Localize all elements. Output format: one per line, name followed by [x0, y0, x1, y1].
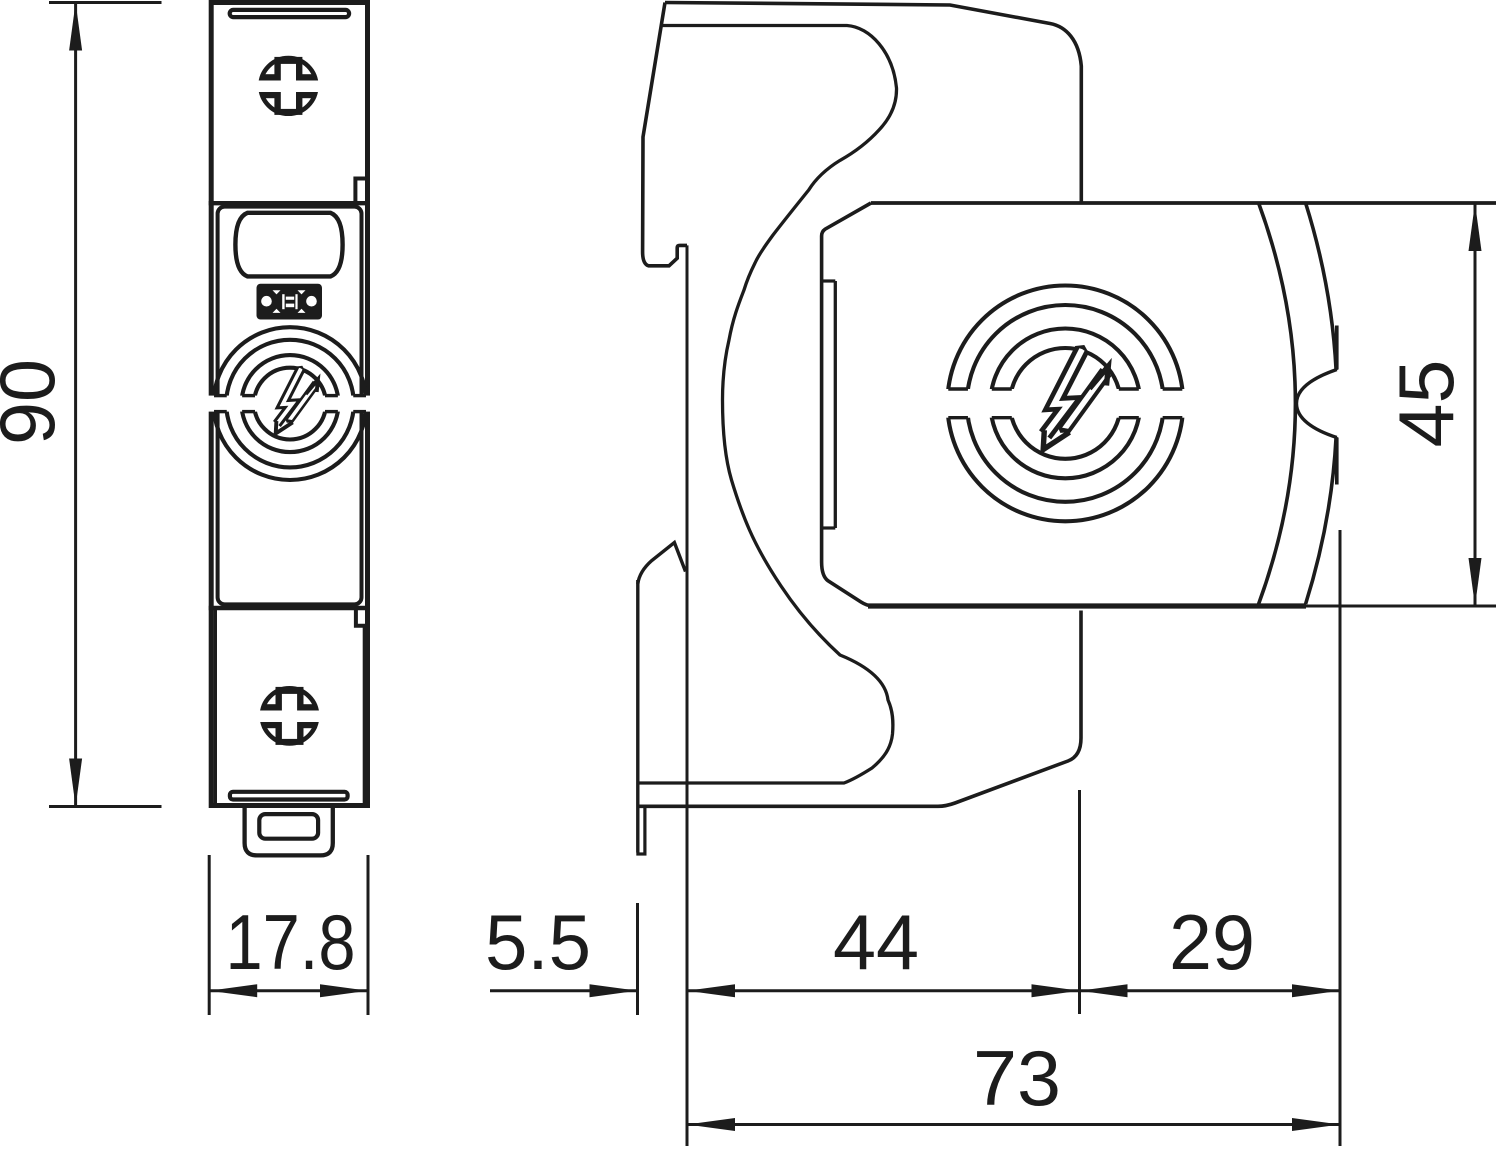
svg-text:90: 90 [0, 359, 71, 445]
svg-text:5.5: 5.5 [485, 898, 591, 986]
svg-text:17.8: 17.8 [226, 898, 356, 986]
svg-text:29: 29 [1169, 898, 1255, 986]
svg-text:73: 73 [973, 1034, 1061, 1122]
svg-text:45: 45 [1382, 360, 1470, 448]
svg-text:44: 44 [833, 898, 919, 986]
